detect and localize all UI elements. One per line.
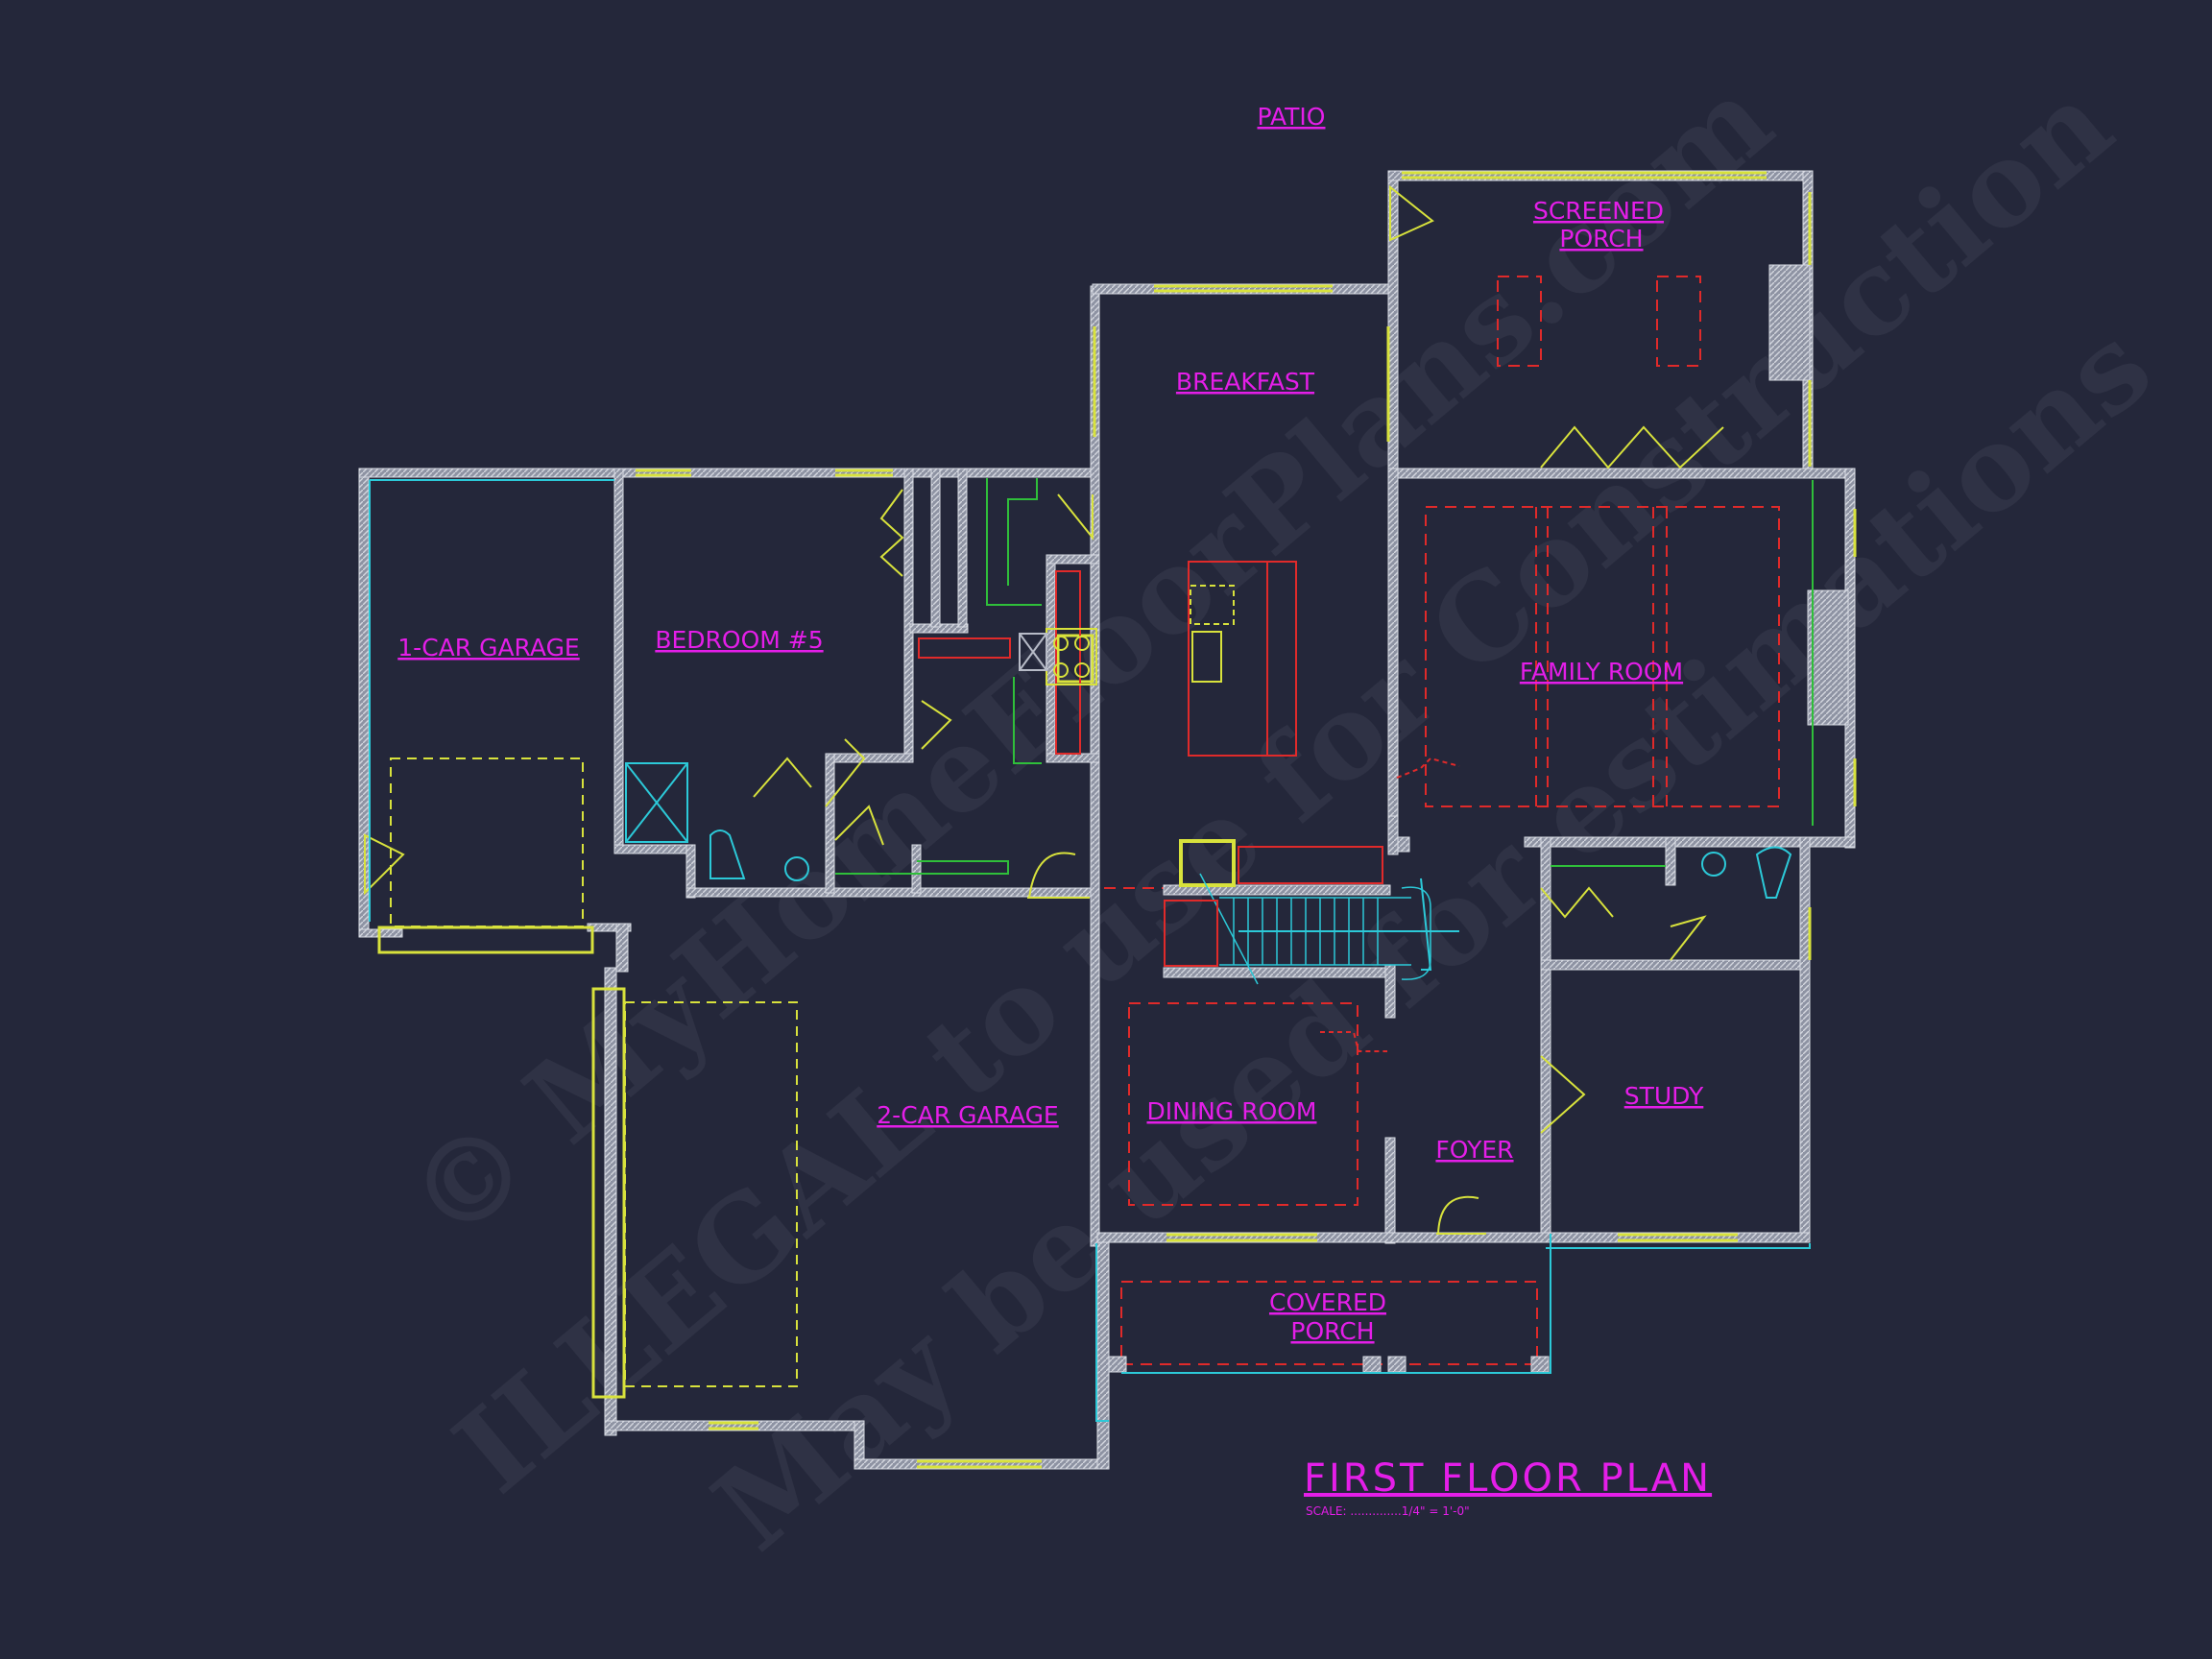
label-family-room: FAMILY ROOM <box>1520 658 1683 685</box>
label-bedroom-5: BEDROOM #5 <box>655 626 823 654</box>
title-block: FIRST FLOOR PLAN SCALE: ..............1/… <box>1304 1456 1712 1518</box>
label-screened-porch-line2: PORCH <box>1559 225 1643 252</box>
label-dining-room: DINING ROOM <box>1146 1097 1316 1125</box>
walls <box>358 170 1856 1470</box>
doors <box>364 184 1724 1235</box>
plan-scale: SCALE: ..............1/4" = 1'-0" <box>1306 1504 1470 1518</box>
label-breakfast: BREAKFAST <box>1176 368 1315 396</box>
label-covered-porch-line1: COVERED <box>1269 1288 1386 1316</box>
label-2-car-garage: 2-CAR GARAGE <box>877 1101 1058 1129</box>
label-screened-porch-line1: SCREENED <box>1533 197 1664 225</box>
kitchen <box>835 478 1814 1052</box>
windows <box>377 171 1857 1469</box>
label-covered-porch-line2: PORCH <box>1290 1317 1374 1345</box>
stairs <box>1199 873 1431 985</box>
label-foyer: FOYER <box>1435 1136 1513 1164</box>
label-1-car-garage: 1-CAR GARAGE <box>397 634 579 661</box>
room-labels: PATIO SCREENED PORCH BREAKFAST 1-CAR GAR… <box>397 103 1704 1345</box>
label-patio: PATIO <box>1258 103 1326 131</box>
plan-title: FIRST FLOOR PLAN <box>1304 1456 1712 1501</box>
watermark: © MyHomeFloorPlans.com ILLEGAL to use fo… <box>382 52 2176 1576</box>
label-study: STUDY <box>1624 1082 1704 1110</box>
